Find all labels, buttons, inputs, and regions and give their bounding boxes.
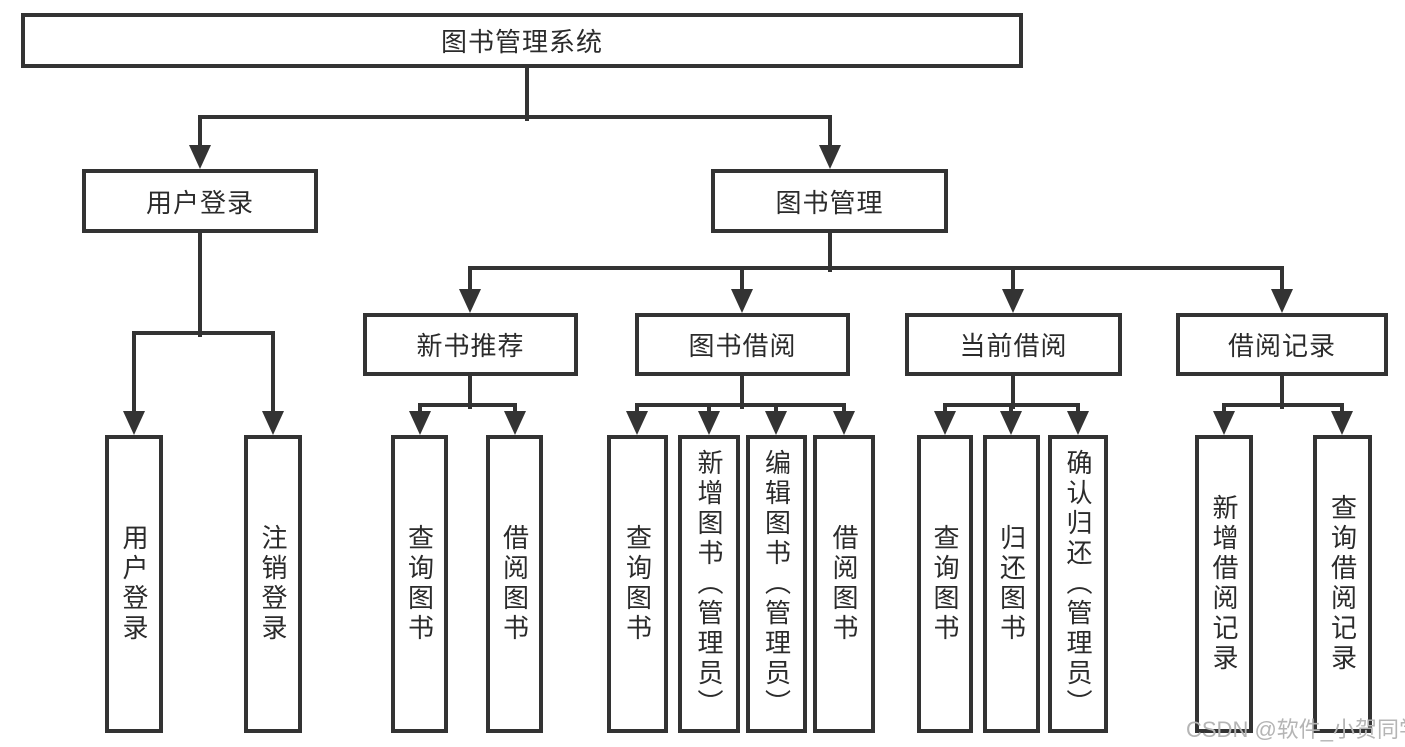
leaf-query-books-current-label: 查询图书 bbox=[930, 524, 960, 644]
leaf-borrow-books-recommend: 借阅图书 bbox=[486, 435, 543, 733]
connector-line bbox=[418, 405, 422, 415]
connector-line bbox=[468, 266, 1284, 270]
connector-line bbox=[635, 403, 846, 407]
connector-line bbox=[943, 405, 947, 415]
arrow-down-icon bbox=[819, 145, 841, 169]
arrow-down-icon bbox=[731, 289, 753, 313]
arrow-down-icon bbox=[833, 411, 855, 435]
arrow-down-icon bbox=[1271, 289, 1293, 313]
arrow-down-icon bbox=[1213, 411, 1235, 435]
connector-line bbox=[132, 331, 275, 335]
connector-line bbox=[774, 405, 778, 415]
connector-line bbox=[271, 333, 275, 415]
node-new-book-recommendation-label: 新书推荐 bbox=[416, 331, 525, 361]
connector-line bbox=[418, 403, 517, 407]
connector-line bbox=[1222, 405, 1226, 415]
leaf-query-borrow-record-label: 查询借阅记录 bbox=[1327, 494, 1358, 674]
leaf-logout-label: 注销登录 bbox=[258, 524, 288, 644]
leaf-borrow-books-borrowing: 借阅图书 bbox=[813, 435, 875, 733]
node-borrowing-records: 借阅记录 bbox=[1176, 313, 1388, 376]
arrow-down-icon bbox=[409, 411, 431, 435]
leaf-return-books: 归还图书 bbox=[983, 435, 1040, 733]
watermark: CSDN @软件_小贺同学 bbox=[1186, 717, 1405, 742]
leaf-borrow-books-borrowing-label: 借阅图书 bbox=[829, 524, 859, 644]
node-root: 图书管理系统 bbox=[21, 13, 1023, 68]
arrow-down-icon bbox=[1067, 411, 1089, 435]
leaf-user-login-label: 用户登录 bbox=[119, 524, 149, 644]
leaf-query-books-borrowing-label: 查询图书 bbox=[622, 524, 653, 644]
connector-line bbox=[1076, 405, 1080, 415]
leaf-add-book-admin: 新增图书（管理员） bbox=[678, 435, 740, 733]
node-current-borrowing-label: 当前借阅 bbox=[959, 331, 1068, 361]
node-book-borrowing: 图书借阅 bbox=[635, 313, 850, 376]
connector-line bbox=[1011, 268, 1015, 293]
node-book-borrowing-label: 图书借阅 bbox=[688, 331, 797, 361]
connector-line bbox=[635, 405, 639, 415]
leaf-query-books-borrowing: 查询图书 bbox=[607, 435, 668, 733]
leaf-return-books-label: 归还图书 bbox=[996, 524, 1027, 644]
connector-line bbox=[1222, 403, 1344, 407]
leaf-confirm-return-admin: 确认归还（管理员） bbox=[1048, 435, 1108, 733]
connector-line bbox=[1280, 268, 1284, 293]
arrow-down-icon bbox=[1002, 289, 1024, 313]
leaf-add-borrow-record-label: 新增借阅记录 bbox=[1209, 494, 1239, 674]
connector-line bbox=[1011, 374, 1015, 409]
node-new-book-recommendation: 新书推荐 bbox=[363, 313, 578, 376]
arrow-down-icon bbox=[765, 411, 787, 435]
connector-line bbox=[525, 66, 529, 121]
leaf-logout: 注销登录 bbox=[244, 435, 302, 733]
node-current-borrowing: 当前借阅 bbox=[905, 313, 1122, 376]
leaf-query-books-recommend: 查询图书 bbox=[391, 435, 448, 733]
arrow-down-icon bbox=[189, 145, 211, 169]
node-borrowing-records-label: 借阅记录 bbox=[1227, 331, 1336, 361]
leaf-query-books-current: 查询图书 bbox=[917, 435, 973, 733]
connector-line bbox=[828, 117, 832, 149]
leaf-query-borrow-record: 查询借阅记录 bbox=[1313, 435, 1372, 733]
connector-line bbox=[468, 374, 472, 409]
leaf-edit-book-admin-label: 编辑图书（管理员） bbox=[761, 449, 792, 719]
connector-line bbox=[1280, 374, 1284, 409]
connector-line bbox=[513, 405, 517, 415]
connector-line bbox=[842, 405, 846, 415]
arrow-down-icon bbox=[626, 411, 648, 435]
arrow-down-icon bbox=[459, 289, 481, 313]
leaf-edit-book-admin: 编辑图书（管理员） bbox=[746, 435, 807, 733]
arrow-down-icon bbox=[1331, 411, 1353, 435]
node-book-management: 图书管理 bbox=[711, 169, 948, 233]
leaf-user-login: 用户登录 bbox=[105, 435, 163, 733]
arrow-down-icon bbox=[698, 411, 720, 435]
connector-line bbox=[740, 268, 744, 293]
arrow-down-icon bbox=[934, 411, 956, 435]
connector-line bbox=[198, 117, 202, 149]
node-book-management-label: 图书管理 bbox=[775, 187, 884, 218]
connector-line bbox=[1009, 405, 1013, 415]
arrow-down-icon bbox=[123, 411, 145, 435]
connector-line bbox=[1340, 405, 1344, 415]
connector-line bbox=[132, 333, 136, 415]
arrow-down-icon bbox=[1000, 411, 1022, 435]
leaf-add-borrow-record: 新增借阅记录 bbox=[1195, 435, 1253, 733]
node-user-login: 用户登录 bbox=[82, 169, 318, 233]
leaf-borrow-books-recommend-label: 借阅图书 bbox=[499, 524, 530, 644]
connector-line bbox=[828, 231, 832, 272]
connector-line bbox=[707, 405, 711, 415]
leaf-query-books-recommend-label: 查询图书 bbox=[404, 524, 435, 644]
node-user-login-label: 用户登录 bbox=[145, 187, 254, 218]
leaf-add-book-admin-label: 新增图书（管理员） bbox=[694, 449, 724, 719]
connector-line bbox=[198, 231, 202, 337]
node-root-label: 图书管理系统 bbox=[440, 27, 603, 57]
connector-line bbox=[468, 268, 472, 293]
connector-line bbox=[198, 115, 832, 119]
arrow-down-icon bbox=[504, 411, 526, 435]
connector-line bbox=[740, 374, 744, 409]
leaf-confirm-return-admin-label: 确认归还（管理员） bbox=[1063, 449, 1093, 719]
arrow-down-icon bbox=[262, 411, 284, 435]
